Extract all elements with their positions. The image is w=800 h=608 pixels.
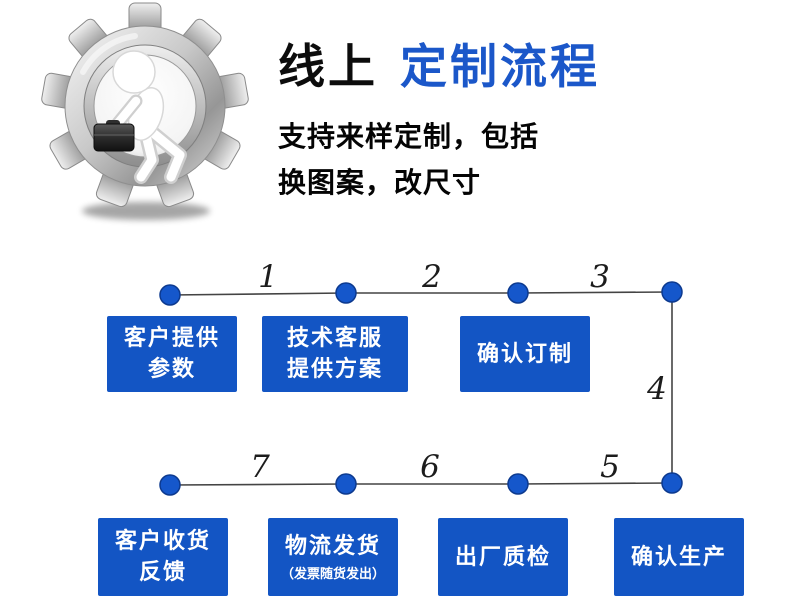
connector-line-3: [517, 291, 673, 294]
flow-dot-6: [507, 473, 529, 495]
step-number-3: 3: [590, 259, 610, 295]
step-number-4: 4: [647, 371, 667, 407]
gear-worker-logo: [38, 2, 258, 228]
briefcase-icon: [93, 120, 135, 152]
step-number-2: 2: [422, 259, 442, 295]
flow-dot-3: [507, 282, 529, 304]
flow-dot-2: [335, 282, 357, 304]
step-box-line: 提供方案: [286, 356, 383, 381]
step-box-confirm-production: 确认生产: [614, 518, 744, 596]
flow-dot-7: [335, 473, 357, 495]
worker-figure-icon: [93, 50, 187, 184]
step-box-customer-params: 客户提供 参数: [107, 316, 237, 392]
step-box-confirm-order: 确认订制: [460, 316, 590, 392]
step-box-line: 客户收货: [114, 528, 211, 554]
step-box-line: 客户提供: [123, 325, 220, 351]
step-box-logistics-shipping: 物流发货 （发票随货发出）: [268, 518, 398, 596]
connector-line-1: [169, 292, 347, 296]
step-number-6: 6: [420, 449, 440, 485]
subtitle: 支持来样定制，包括 换图案，改尺寸: [278, 114, 758, 206]
title-blue: 定制流程: [400, 40, 600, 93]
subtitle-line-1: 支持来样定制，包括: [278, 121, 540, 153]
step-number-5: 5: [600, 449, 620, 485]
step-box-line: 参数: [147, 356, 196, 381]
subtitle-line-2: 换图案，改尺寸: [278, 167, 482, 199]
flow-dot-8: [159, 474, 181, 496]
page-title: 线上定制流程: [278, 40, 758, 94]
step-number-7: 7: [250, 449, 270, 485]
step-box-line: 反馈: [138, 559, 187, 584]
step-box-line: 确认生产: [630, 543, 727, 569]
step-box-line: 技术客服: [286, 325, 383, 351]
flow-dot-5: [661, 472, 683, 494]
step-box-tech-support-plan: 技术客服 提供方案: [262, 316, 408, 392]
flow-dot-1: [159, 284, 181, 306]
title-black: 线上: [278, 40, 378, 93]
step-box-customer-feedback: 客户收货 反馈: [98, 518, 228, 596]
step-box-line: 物流发货: [284, 533, 381, 558]
figure-head: [112, 50, 156, 94]
header: 线上定制流程 支持来样定制，包括 换图案，改尺寸: [278, 40, 758, 206]
step-box-line: 确认订制: [476, 340, 573, 366]
step-box-line: 出厂质检: [454, 543, 551, 569]
flow-dot-4: [661, 281, 683, 303]
connector-line-7: [169, 483, 347, 486]
step-box-factory-qc: 出厂质检: [438, 518, 568, 596]
gear-shadow: [82, 202, 210, 220]
step-number-1: 1: [258, 259, 278, 295]
gear-highlight: [80, 33, 138, 75]
gear-icon: [41, 2, 249, 220]
step-box-subline: （发票随货发出）: [280, 565, 385, 581]
connector-line-5: [517, 482, 673, 485]
